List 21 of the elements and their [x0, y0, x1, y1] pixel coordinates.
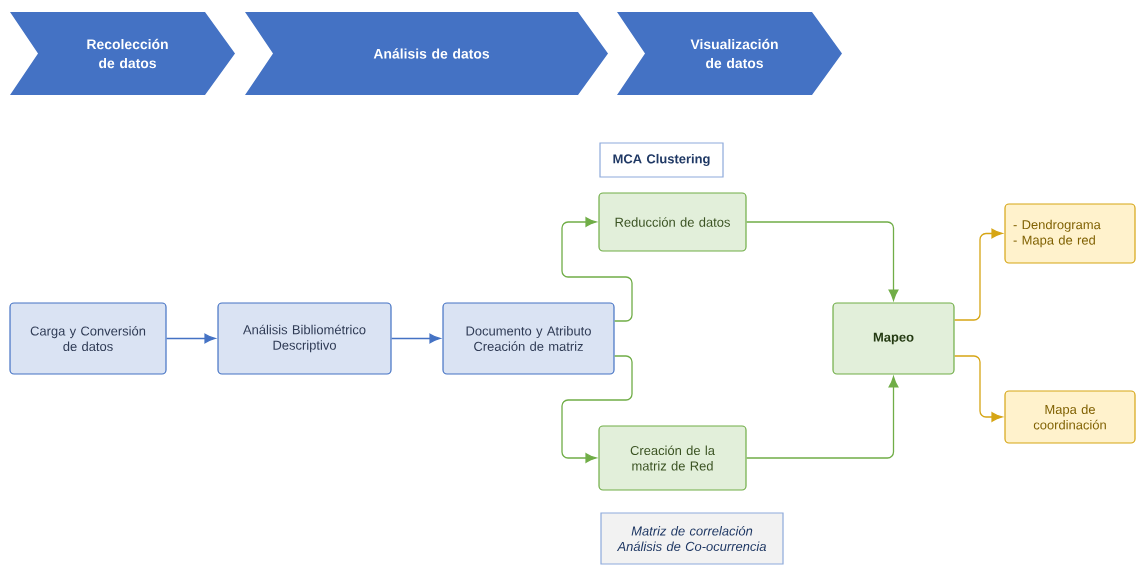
arrow — [953, 355, 1003, 422]
arrow — [561, 355, 633, 463]
process-box: Documento y Atributo Creación de matriz — [442, 302, 615, 375]
arrow — [165, 333, 216, 344]
output-box: Mapa de coordinación — [1004, 390, 1136, 444]
arrow — [745, 376, 899, 459]
arrow — [953, 228, 1003, 321]
chevron-step: Análisis de datos — [245, 12, 608, 95]
method-label-box: MCA Clustering — [599, 142, 724, 178]
arrow — [745, 221, 899, 301]
process-box: Carga y Conversión de datos — [9, 302, 167, 375]
chevron-step: Visualización de datos — [617, 12, 842, 95]
method-note-box: Matriz de correlación Análisis de Co-ocurrencia — [600, 512, 784, 565]
arrow — [390, 333, 441, 344]
output-box: - Dendrograma - Mapa de red — [1004, 203, 1136, 264]
chevron-step: Recolección de datos — [10, 12, 235, 95]
arrow — [561, 217, 633, 322]
process-box: Análisis Bibliométrico Descriptivo — [217, 302, 392, 375]
process-box: Mapeo — [832, 302, 955, 375]
process-box: Creación de la matriz de Red — [598, 425, 747, 491]
process-box: Reducción de datos — [598, 192, 747, 252]
